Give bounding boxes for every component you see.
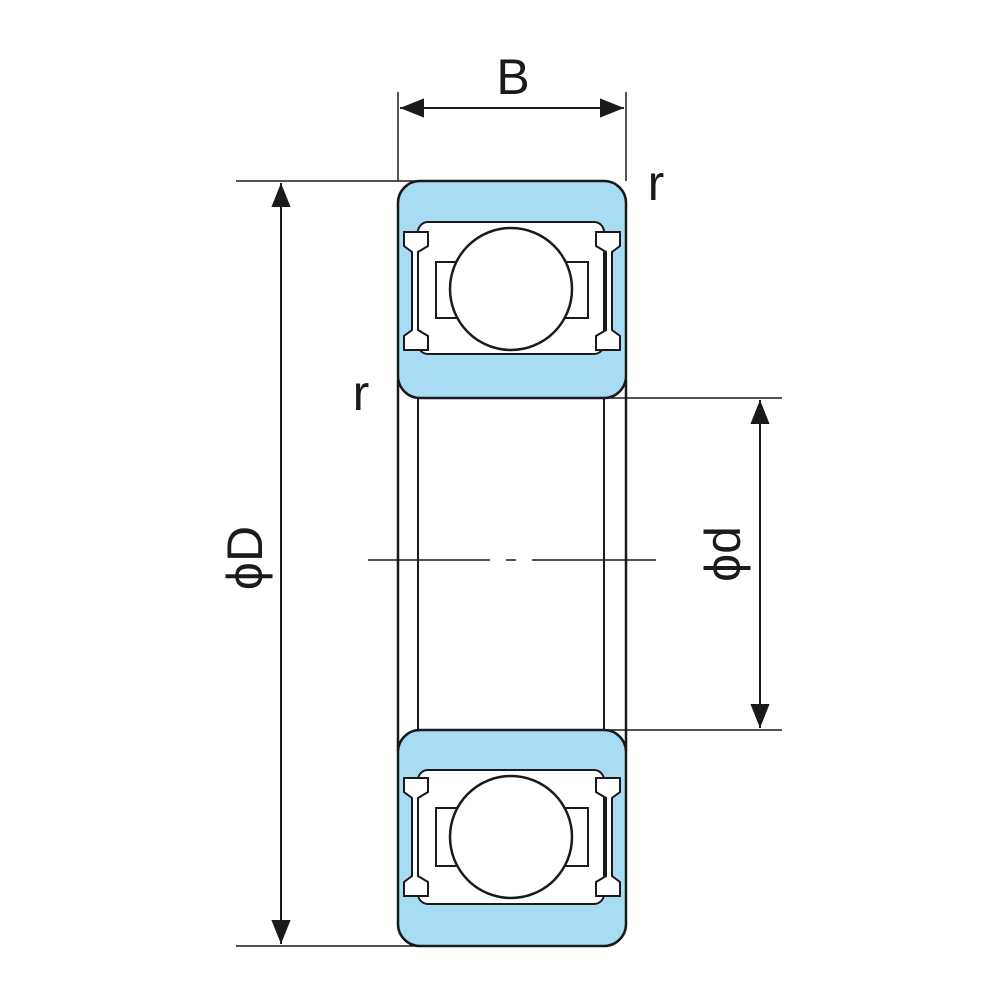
inner-diameter-label: ϕd: [695, 526, 751, 582]
dimension-width: B: [397, 49, 627, 181]
top-ball: [448, 226, 574, 352]
top-seal-right: [595, 231, 621, 351]
bottom-seal-left: [403, 777, 429, 897]
width-label: B: [496, 49, 529, 105]
bore-section: [396, 378, 628, 752]
bore-outer-outline: [396, 378, 628, 752]
bottom-race-section: [396, 728, 628, 948]
dimension-inner-diameter: ϕd: [604, 397, 782, 731]
radius-label-left: r: [353, 365, 370, 421]
bottom-seal-right: [595, 777, 621, 897]
bottom-ball: [448, 774, 574, 900]
top-race-section: [396, 179, 628, 400]
outer-diameter-label: ϕD: [217, 526, 273, 590]
dimension-outer-diameter: ϕD: [217, 180, 420, 947]
top-seal-left: [403, 231, 429, 351]
radius-label-top: r: [648, 155, 665, 211]
